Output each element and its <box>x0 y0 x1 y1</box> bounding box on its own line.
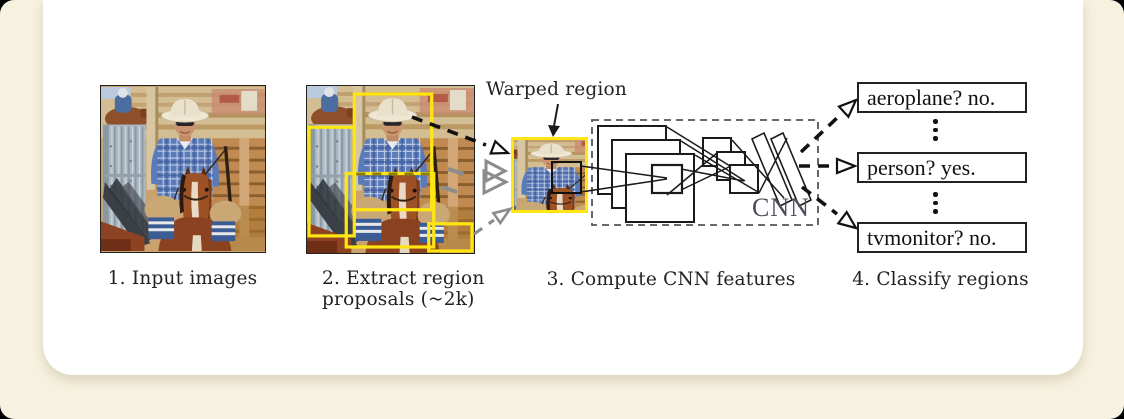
region-proposal-box <box>352 92 434 212</box>
region-proposals-photo <box>306 85 475 254</box>
step1-caption: 1. Input images <box>107 268 258 289</box>
classification-label: person? yes. <box>867 154 976 180</box>
vertical-ellipsis-icon <box>933 192 938 214</box>
step2-caption-line1: 2. Extract region <box>322 268 485 289</box>
step2-caption-line2: proposals (~2k) <box>322 289 475 310</box>
warped-region-label: Warped region <box>486 79 627 100</box>
classification-box-aeroplane: aeroplane? no. <box>857 82 1027 113</box>
input-image-photo <box>100 85 266 253</box>
warped-region-thumbnail <box>476 134 623 237</box>
step3-caption: 3. Compute CNN features <box>546 269 796 290</box>
cnn-label: CNN <box>752 193 810 222</box>
region-proposal-box <box>427 222 474 253</box>
classification-box-person: person? yes. <box>857 152 1027 183</box>
classification-label: aeroplane? no. <box>867 84 996 110</box>
step2-caption: 2. Extract region proposals (~2k) <box>322 268 492 310</box>
classification-box-tvmonitor: tvmonitor? no. <box>857 222 1027 253</box>
receptive-field-box <box>551 161 582 194</box>
step4-caption: 4. Classify regions <box>852 269 1029 290</box>
vertical-ellipsis-icon <box>933 119 938 141</box>
classification-label: tvmonitor? no. <box>867 224 997 250</box>
